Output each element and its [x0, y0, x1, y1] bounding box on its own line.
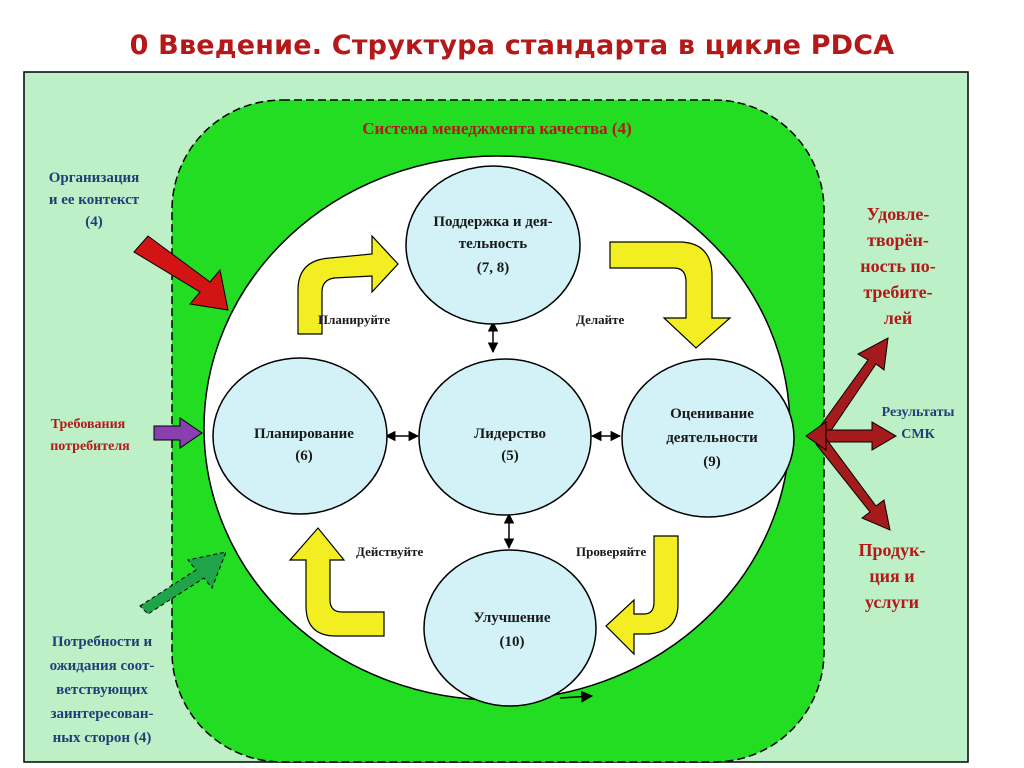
svg-text:Лидерство: Лидерство	[474, 426, 546, 442]
circle-evaluation: Оценивание деятельности (9)	[621, 358, 795, 518]
svg-text:ветствующих: ветствующих	[56, 682, 148, 698]
svg-text:СМК: СМК	[901, 427, 935, 442]
output-satisfaction-text: Удовле- творён- ность по- требите- лей	[860, 204, 936, 328]
svg-text:услуги: услуги	[865, 592, 919, 612]
svg-text:творён-: творён-	[867, 230, 929, 250]
arrow-requirements-input	[153, 417, 203, 449]
svg-text:требите-: требите-	[863, 282, 932, 302]
svg-text:(6): (6)	[295, 448, 313, 464]
arrow-check	[605, 535, 679, 656]
output-products-text: Продук- ция и услуги	[859, 540, 926, 612]
svg-text:Удовле-: Удовле-	[867, 204, 930, 224]
svg-text:Оценивание: Оценивание	[670, 406, 754, 422]
svg-text:ожидания соот-: ожидания соот-	[50, 658, 155, 674]
svg-text:Продук-: Продук-	[859, 540, 926, 560]
label-check: Проверяйте	[576, 544, 646, 559]
label-do: Делайте	[576, 312, 625, 327]
svg-text:деятельности: деятельности	[666, 430, 758, 446]
circle-support: Поддержка и дея- тельность (7, 8)	[405, 165, 581, 325]
svg-text:Требования: Требования	[51, 417, 126, 432]
arrow-act	[288, 527, 385, 637]
output-arrows	[805, 337, 897, 531]
svg-text:Организация: Организация	[49, 170, 140, 186]
svg-text:Результаты: Результаты	[882, 405, 955, 420]
label-act: Действуйте	[356, 544, 423, 559]
svg-text:тельность: тельность	[459, 236, 528, 252]
page-title: 0 Введение. Структура стандарта в цикле …	[129, 30, 895, 61]
svg-text:(4): (4)	[85, 214, 103, 230]
svg-text:потребителя: потребителя	[50, 439, 130, 454]
svg-text:Планирование: Планирование	[254, 426, 354, 442]
arrow-organization-input	[133, 235, 229, 311]
svg-text:Поддержка и дея-: Поддержка и дея-	[433, 214, 552, 230]
circle-improvement: Улучшение (10)	[423, 549, 597, 707]
input-organization-text: Организация и ее контекст (4)	[49, 170, 140, 230]
label-plan: Планируйте	[318, 312, 390, 327]
svg-text:(9): (9)	[703, 454, 721, 470]
qms-label: Система менеджмента качества (4)	[362, 119, 631, 138]
arrow-plan	[297, 234, 399, 335]
svg-text:Потребности и: Потребности и	[52, 634, 153, 650]
svg-text:(10): (10)	[500, 634, 525, 650]
svg-text:(5): (5)	[501, 448, 519, 464]
svg-text:и ее контекст: и ее контекст	[49, 192, 140, 208]
svg-text:заинтересован-: заинтересован-	[50, 706, 153, 722]
svg-text:лей: лей	[884, 308, 912, 328]
svg-text:ность по-: ность по-	[860, 256, 936, 276]
svg-text:(7, 8): (7, 8)	[477, 260, 510, 276]
arrow-do	[609, 241, 732, 349]
circle-planning: Планирование (6)	[212, 357, 388, 515]
svg-text:ция и: ция и	[869, 566, 914, 586]
svg-text:ных сторон (4): ных сторон (4)	[53, 730, 152, 746]
circle-leadership: Лидерство (5)	[418, 358, 592, 516]
cycle-direction-arrow	[559, 690, 594, 703]
output-results-text: Результаты СМК	[882, 405, 955, 442]
input-needs-text: Потребности и ожидания соот- ветствующих…	[50, 634, 155, 746]
arrow-needs-input	[139, 551, 227, 615]
input-requirements-text: Требования потребителя	[50, 417, 130, 454]
svg-text:Улучшение: Улучшение	[474, 610, 551, 626]
